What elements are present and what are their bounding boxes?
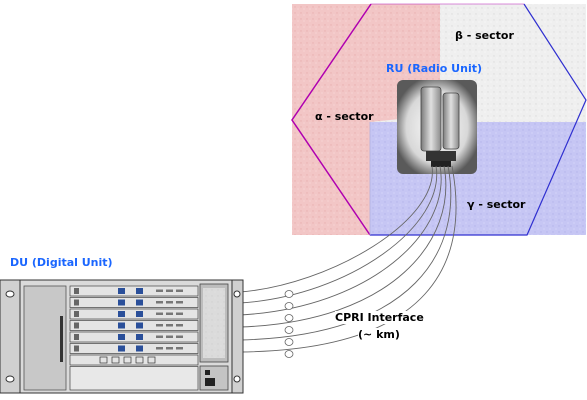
cable bbox=[239, 165, 447, 328]
cable bbox=[239, 165, 433, 293]
du-bottom-panel bbox=[69, 366, 199, 391]
du-line-card bbox=[69, 354, 199, 366]
sector-map bbox=[290, 3, 587, 236]
cpri-interface-label: CPRI Interface bbox=[335, 311, 424, 324]
sector-outline-right bbox=[370, 3, 587, 236]
cable bbox=[239, 165, 438, 304]
du-line-card bbox=[69, 320, 199, 331]
alpha-sector-region bbox=[292, 4, 440, 235]
cpri-distance-label: (~ km) bbox=[358, 328, 400, 341]
cpri-cables bbox=[239, 165, 457, 353]
cable bbox=[239, 165, 452, 341]
du-label: DU (Digital Unit) bbox=[10, 256, 113, 269]
ru-device bbox=[397, 80, 477, 174]
du-line-card bbox=[69, 297, 199, 308]
du-card-stack bbox=[69, 285, 199, 391]
ru-label: RU (Radio Unit) bbox=[386, 62, 483, 75]
gamma-sector-label: γ - sector bbox=[467, 198, 526, 211]
cable bbox=[239, 165, 457, 353]
du-vent bbox=[203, 288, 225, 358]
sector-outline bbox=[291, 3, 372, 236]
du-line-card bbox=[69, 343, 199, 354]
du-line-card bbox=[69, 308, 199, 320]
alpha-sector-label: α - sector bbox=[315, 110, 374, 123]
beta-sector-label: β - sector bbox=[455, 29, 514, 42]
du-line-card bbox=[69, 331, 199, 343]
du-line-card bbox=[69, 285, 199, 297]
cable-markers bbox=[284, 290, 294, 358]
